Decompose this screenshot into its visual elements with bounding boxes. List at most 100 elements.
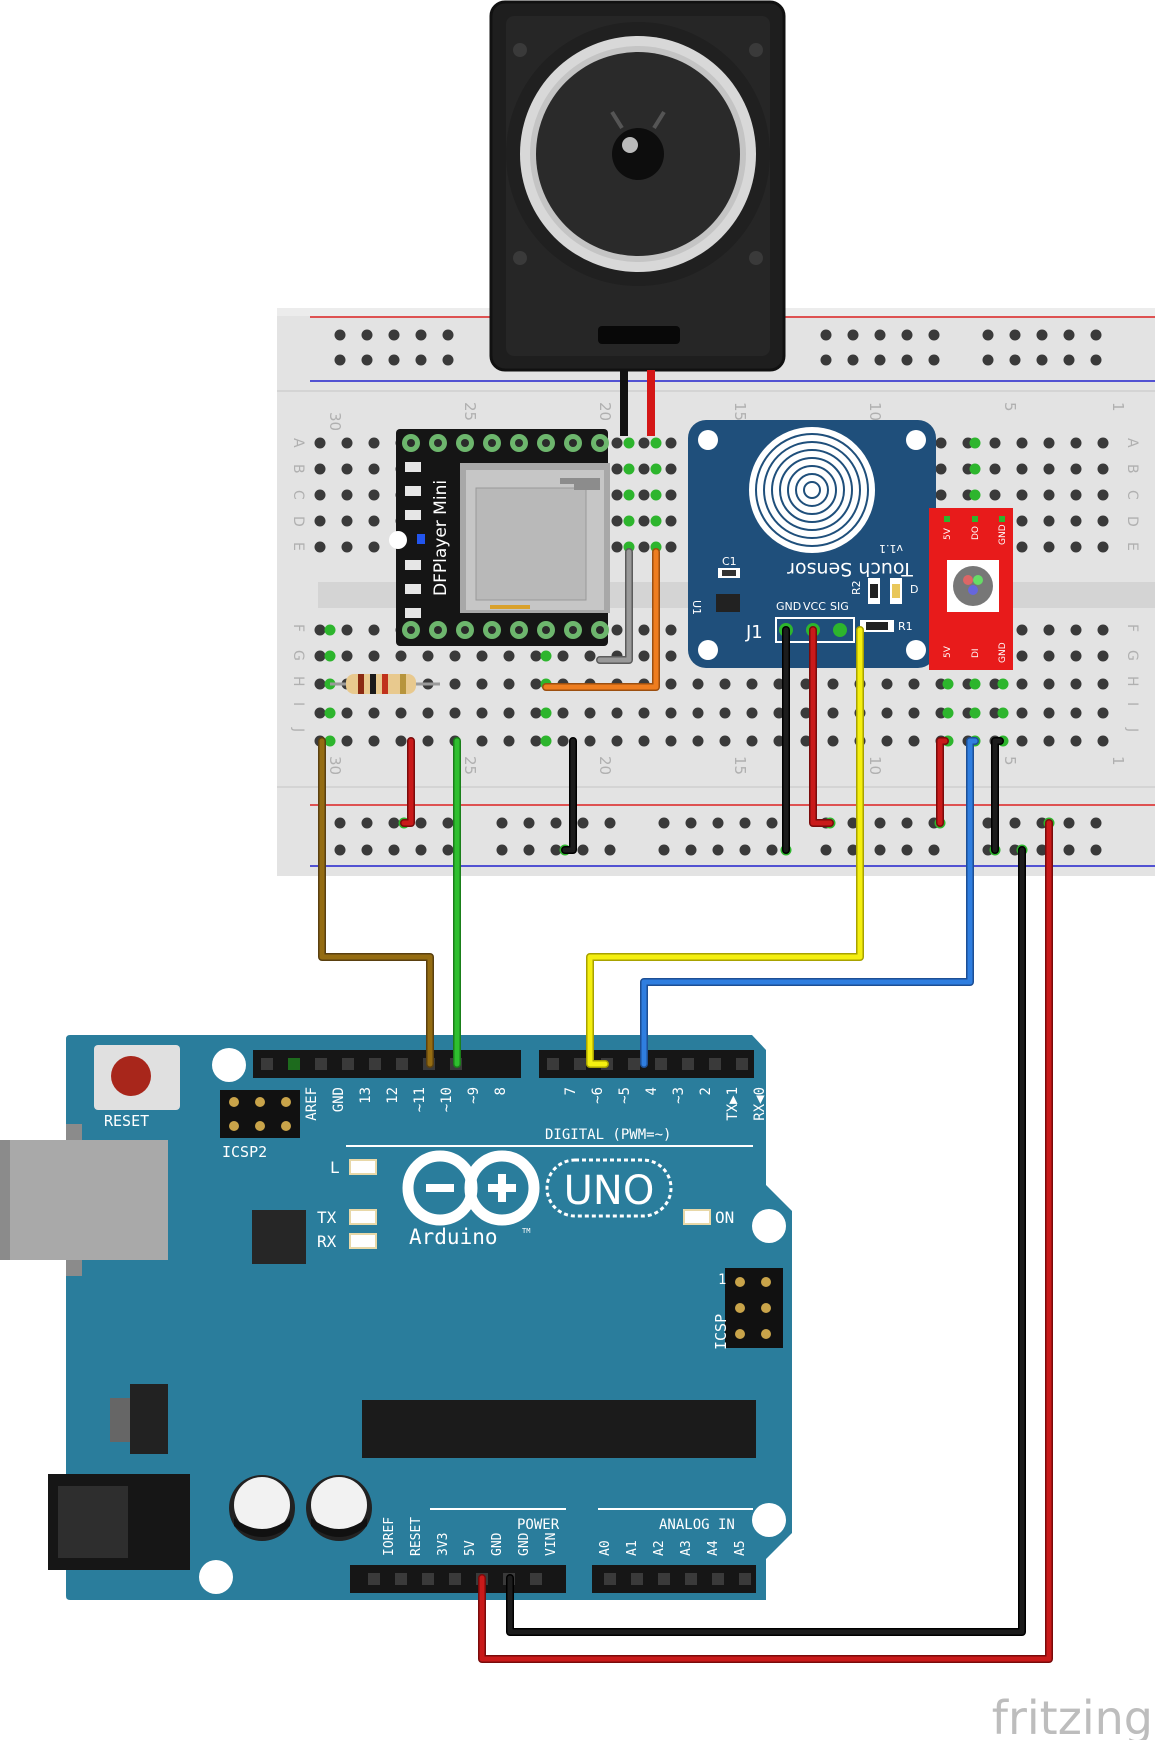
- breadboard-hole: [1097, 541, 1109, 553]
- breadboard-hole: [314, 541, 326, 553]
- breadboard-hole-connected: [324, 735, 336, 747]
- breadboard-hole: [989, 463, 1001, 475]
- breadboard-hole: [449, 678, 461, 690]
- rail-hole: [766, 817, 778, 829]
- breadboard-hole: [611, 541, 623, 553]
- rail-hole: [442, 844, 454, 856]
- breadboard-hole: [638, 707, 650, 719]
- rail-hole: [982, 329, 994, 341]
- breadboard-hole: [1043, 541, 1055, 553]
- digital-label: DIGITAL (PWM=~): [545, 1127, 671, 1143]
- breadboard-hole: [584, 735, 596, 747]
- breadboard-hole: [530, 678, 542, 690]
- breadboard-hole: [1016, 678, 1028, 690]
- breadboard-hole: [908, 678, 920, 690]
- rail-hole: [1063, 329, 1075, 341]
- breadboard-hole: [611, 735, 623, 747]
- rail-hole: [820, 844, 832, 856]
- col-number-1-bottom: 1: [1109, 756, 1127, 766]
- breadboard-hole: [1070, 735, 1082, 747]
- digital-pin-label: AREF: [304, 1087, 320, 1121]
- dfplayer-pin-center: [461, 626, 469, 634]
- rail-hole: [361, 844, 373, 856]
- icsp-label: ICSP: [712, 1314, 730, 1350]
- rail-hole: [442, 354, 454, 366]
- rail-hole: [604, 844, 616, 856]
- breadboard-hole-connected: [324, 650, 336, 662]
- breadboard-hole: [530, 735, 542, 747]
- reset-label: RESET: [104, 1112, 149, 1130]
- rail-hole: [334, 329, 346, 341]
- digital-pin-label: 2: [698, 1087, 714, 1095]
- breadboard-hole: [422, 650, 434, 662]
- breadboard-hole: [773, 678, 785, 690]
- breadboard-hole: [341, 707, 353, 719]
- rail-hole: [496, 817, 508, 829]
- dfplayer-mini: DFPlayer Mini: [389, 429, 610, 646]
- breadboard-hole: [881, 735, 893, 747]
- power-label: POWER: [517, 1517, 560, 1533]
- rail-hole: [820, 354, 832, 366]
- digital-pin-label: 8: [493, 1087, 509, 1095]
- breadboard-hole: [449, 650, 461, 662]
- digital-pin-label: TX▶1: [725, 1087, 741, 1121]
- digital-pin-label: ~11: [412, 1087, 428, 1112]
- breadboard-hole: [1043, 735, 1055, 747]
- led-l-label: L: [330, 1158, 340, 1177]
- breadboard-hole: [665, 463, 677, 475]
- dfplayer-pin-center: [596, 626, 604, 634]
- breadboard-hole: [800, 707, 812, 719]
- breadboard-hole: [638, 515, 650, 527]
- breadboard-hole: [935, 489, 947, 501]
- breadboard-hole: [881, 678, 893, 690]
- breadboard-hole: [395, 650, 407, 662]
- row-letter-b-right: B: [1124, 464, 1140, 474]
- label-u1: U1: [690, 600, 703, 615]
- breadboard-hole: [314, 678, 326, 690]
- breadboard-hole: [530, 650, 542, 662]
- col-number-20-top: 20: [596, 402, 614, 421]
- breadboard-hole: [476, 678, 488, 690]
- breadboard-hole: [1043, 463, 1055, 475]
- breadboard-hole: [503, 707, 515, 719]
- breadboard-hole-connected: [540, 707, 552, 719]
- breadboard-hole: [1016, 541, 1028, 553]
- dfplayer-pin-center: [515, 439, 523, 447]
- rail-hole: [847, 817, 859, 829]
- breadboard-hole: [638, 650, 650, 662]
- breadboard-hole-connected: [969, 707, 981, 719]
- rail-hole: [1009, 329, 1021, 341]
- rail-hole: [847, 844, 859, 856]
- breadboard-hole: [692, 707, 704, 719]
- breadboard-hole: [989, 437, 1001, 449]
- breadboard-hole: [638, 437, 650, 449]
- breadboard-hole: [368, 515, 380, 527]
- dfplayer-pin-center: [434, 626, 442, 634]
- breadboard-hole: [341, 463, 353, 475]
- breadboard-hole: [557, 735, 569, 747]
- breadboard-hole: [1070, 707, 1082, 719]
- resistor: [330, 674, 440, 694]
- breadboard-hole: [368, 650, 380, 662]
- digital-pin-label: ~10: [439, 1087, 455, 1112]
- breadboard-hole: [341, 735, 353, 747]
- rail-hole: [874, 817, 886, 829]
- breadboard-hole: [1043, 437, 1055, 449]
- breadboard-hole: [638, 624, 650, 636]
- breadboard-hole: [341, 437, 353, 449]
- rail-hole: [928, 844, 940, 856]
- power-analog-pin-label: A0: [598, 1540, 613, 1556]
- breadboard-hole: [1070, 541, 1082, 553]
- rail-hole: [874, 329, 886, 341]
- row-letter-g-right: G: [1124, 650, 1140, 661]
- rail-hole: [901, 844, 913, 856]
- row-letter-d-left: D: [290, 516, 306, 527]
- pin-label-gnd: GND: [776, 600, 801, 613]
- breadboard-hole: [827, 707, 839, 719]
- rail-hole: [1009, 817, 1021, 829]
- wires: [318, 548, 1053, 1663]
- dfplayer-pin-center: [488, 626, 496, 634]
- rail-hole: [712, 844, 724, 856]
- breadboard-hole: [935, 463, 947, 475]
- rail-hole: [442, 329, 454, 341]
